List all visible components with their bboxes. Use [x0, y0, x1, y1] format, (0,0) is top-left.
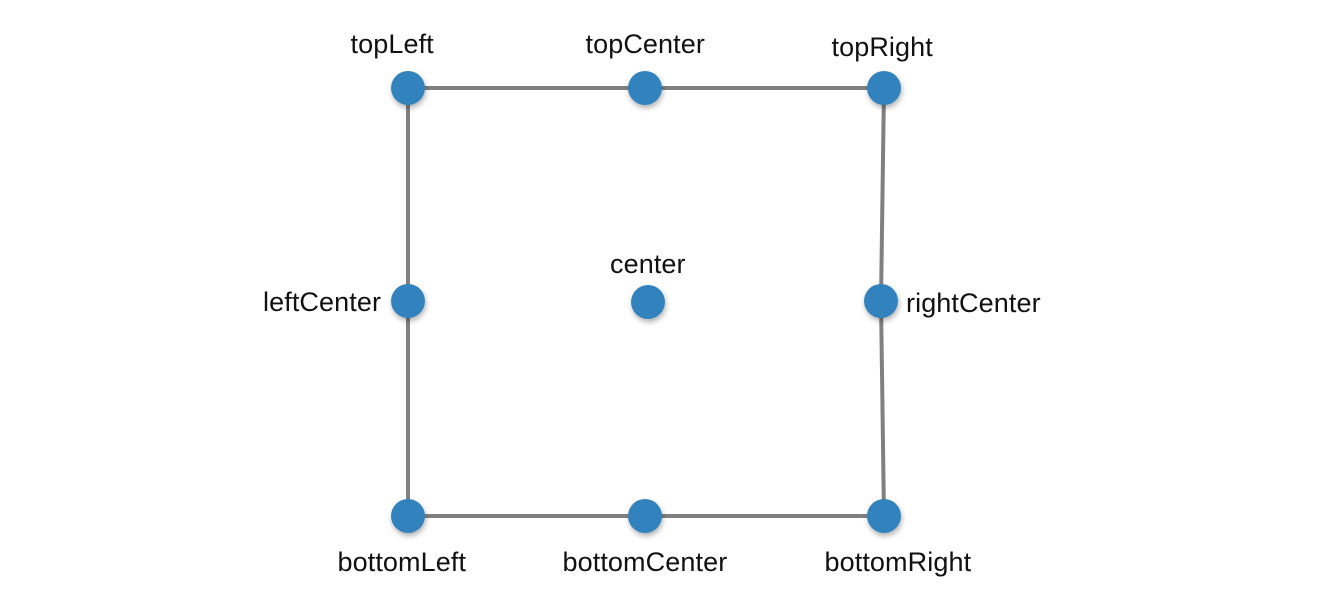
node-label-bottomRight: bottomRight: [824, 547, 972, 577]
graph-node-center[interactable]: [631, 285, 665, 319]
graph-node-rightCenter[interactable]: [864, 284, 898, 318]
node-label-bottomLeft: bottomLeft: [337, 547, 467, 577]
graph-node-topCenter[interactable]: [628, 71, 662, 105]
node-label-topCenter: topCenter: [585, 29, 705, 59]
node-label-topLeft: topLeft: [350, 29, 434, 59]
graph-node-leftCenter[interactable]: [391, 284, 425, 318]
graph-edge: [879, 300, 886, 517]
graph-node-bottomLeft[interactable]: [391, 499, 425, 533]
node-label-center: center: [610, 249, 686, 279]
node-layer: [391, 71, 901, 533]
graph-node-bottomCenter[interactable]: [628, 499, 662, 533]
graph-node-bottomRight[interactable]: [867, 499, 901, 533]
edge-layer: [406, 86, 886, 518]
node-label-leftCenter: leftCenter: [263, 287, 382, 317]
node-label-topRight: topRight: [831, 32, 933, 62]
graph-edge: [879, 87, 886, 302]
graph-node-topLeft[interactable]: [391, 71, 425, 105]
node-label-bottomCenter: bottomCenter: [562, 547, 728, 577]
node-label-rightCenter: rightCenter: [906, 288, 1041, 318]
graph-node-topRight[interactable]: [867, 71, 901, 105]
